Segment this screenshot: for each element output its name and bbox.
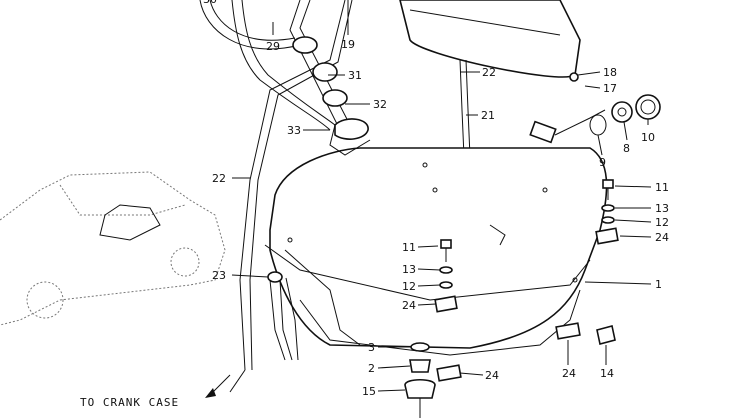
car-sketch xyxy=(0,171,226,326)
car-tank-icon xyxy=(99,204,161,241)
label-2: 2 xyxy=(368,362,375,375)
label-13-center: 13 xyxy=(402,263,416,276)
label-29: 29 xyxy=(266,40,280,53)
center-fasteners xyxy=(404,239,462,418)
label-14: 14 xyxy=(600,367,614,380)
label-9: 9 xyxy=(599,156,606,169)
label-10: 10 xyxy=(641,131,655,144)
leader-lines xyxy=(231,0,652,392)
label-24-bottom-right: 24 xyxy=(562,367,576,380)
arrow-icon xyxy=(205,388,216,398)
label-21: 21 xyxy=(481,109,495,122)
label-32: 32 xyxy=(373,98,387,111)
to-crank-case-caption: TO CRANK CASE xyxy=(80,396,179,409)
label-33: 33 xyxy=(287,124,301,137)
label-18: 18 xyxy=(603,66,617,79)
label-11-center: 11 xyxy=(402,241,416,254)
label-17: 17 xyxy=(603,82,617,95)
label-11-right: 11 xyxy=(655,181,669,194)
label-8: 8 xyxy=(623,142,630,155)
label-12-center: 12 xyxy=(402,280,416,293)
label-15: 15 xyxy=(362,385,376,398)
grommet-and-drain-hoses xyxy=(205,271,299,398)
label-22-top: 22 xyxy=(482,66,496,79)
right-fasteners xyxy=(555,179,619,345)
label-13-right: 13 xyxy=(655,202,669,215)
filler-neck-assembly xyxy=(199,0,369,371)
fuel-tank xyxy=(264,124,608,356)
label-3: 3 xyxy=(368,341,375,354)
label-1: 1 xyxy=(655,278,662,291)
label-23: 23 xyxy=(212,269,226,282)
label-19: 19 xyxy=(341,38,355,51)
label-24-center: 24 xyxy=(402,299,416,312)
label-12-right: 12 xyxy=(655,216,669,229)
label-22-left: 22 xyxy=(212,172,226,185)
label-24-right: 24 xyxy=(655,231,669,244)
fuel-gauge-sender xyxy=(529,94,661,144)
label-31: 31 xyxy=(348,69,362,82)
label-24-bottom: 24 xyxy=(485,369,499,382)
label-30: 30 xyxy=(203,0,217,6)
